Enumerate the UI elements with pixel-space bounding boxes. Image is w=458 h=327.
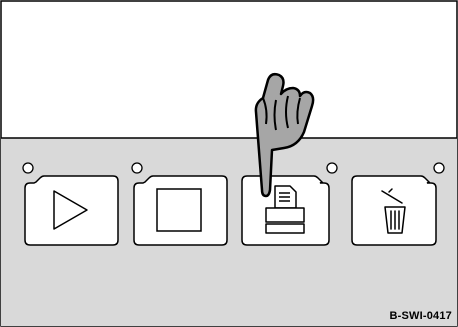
figure-reference-code: B-SWI-0417 <box>389 310 452 322</box>
stop-icon <box>157 189 201 231</box>
